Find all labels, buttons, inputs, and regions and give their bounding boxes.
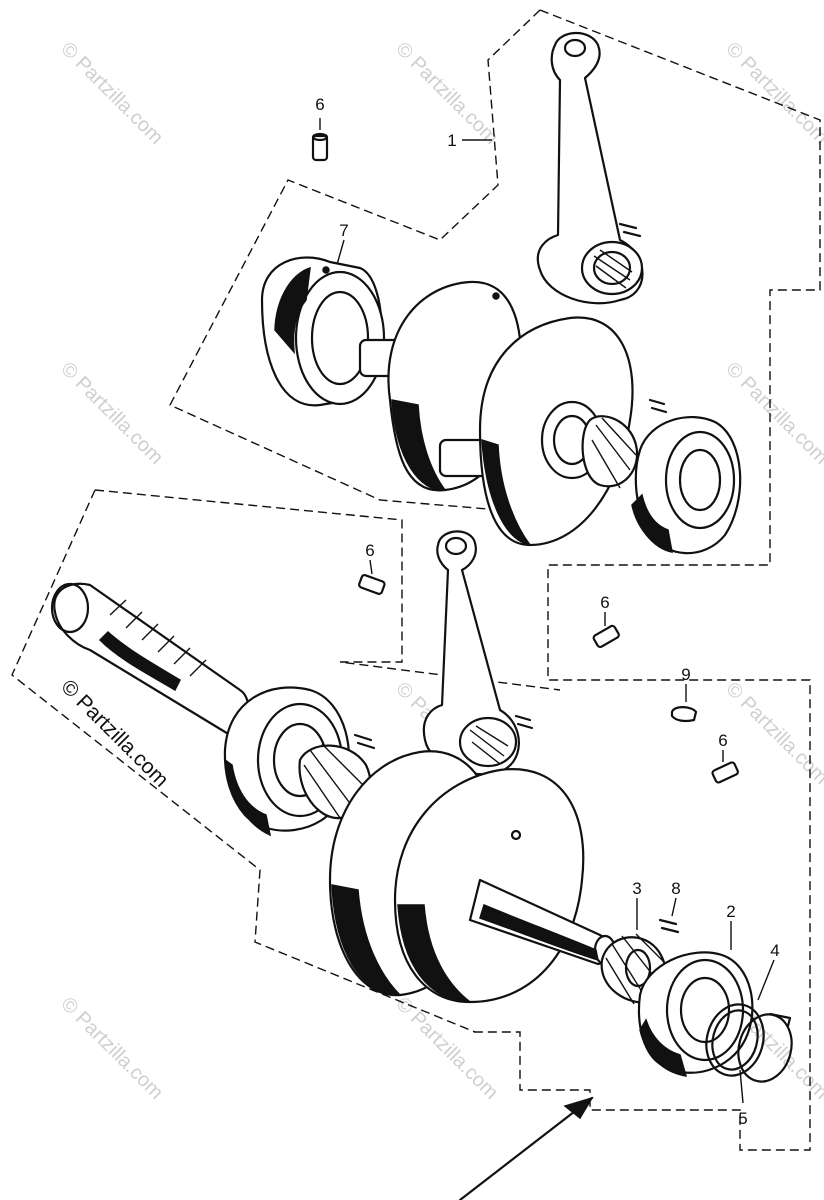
watermark: © Partzilla.com — [56, 993, 167, 1104]
callout-3: 3 — [632, 879, 641, 898]
arrow-icon — [458, 1096, 594, 1200]
dowel-pin — [358, 574, 386, 595]
callout-5: 5 — [738, 1109, 747, 1128]
lower-group-outline — [11, 489, 561, 1033]
bearing-lower-left — [223, 686, 376, 837]
connecting-rod-lower — [422, 530, 534, 776]
copyright-text: © Partzilla.com — [56, 675, 172, 791]
callouts: 1 6 7 6 6 9 6 3 8 2 4 5 — [315, 95, 779, 1128]
callout-9: 9 — [681, 665, 690, 684]
callout-2: 2 — [726, 902, 735, 921]
lower-crankshaft-assembly — [328, 750, 617, 1004]
dowel-pin — [311, 132, 329, 162]
ball-bearing-lower-right — [637, 951, 754, 1077]
watermark: © Partzilla.com — [56, 38, 167, 149]
ball-bearing-upper — [260, 256, 386, 407]
callout-6: 6 — [315, 95, 324, 114]
upper-group-outline — [470, 9, 821, 1151]
watermark: © Partzilla.com — [56, 358, 167, 469]
connecting-rod-upper — [536, 31, 644, 305]
callout-6: 6 — [365, 541, 374, 560]
retaining-ring — [705, 1003, 765, 1077]
watermark: © Partzilla.com — [721, 38, 824, 149]
dowel-pin — [711, 761, 739, 784]
upper-crankshaft-assembly — [358, 280, 668, 547]
callout-6: 6 — [600, 593, 609, 612]
callout-8: 8 — [671, 879, 680, 898]
crankshaft-output-shaft — [50, 582, 250, 737]
bearing-upper-right — [631, 415, 742, 555]
callout-6: 6 — [718, 731, 727, 750]
upper-group-outline-left — [169, 9, 561, 516]
key-part — [658, 918, 680, 934]
woodruff-key — [670, 706, 698, 723]
watermark: © Partzilla.com — [391, 993, 502, 1104]
callout-1: 1 — [447, 131, 456, 150]
leader-lines — [319, 118, 775, 1104]
dowel-pin — [592, 624, 620, 649]
callout-7: 7 — [339, 221, 348, 240]
callout-4: 4 — [770, 941, 779, 960]
circlip — [737, 1012, 793, 1083]
